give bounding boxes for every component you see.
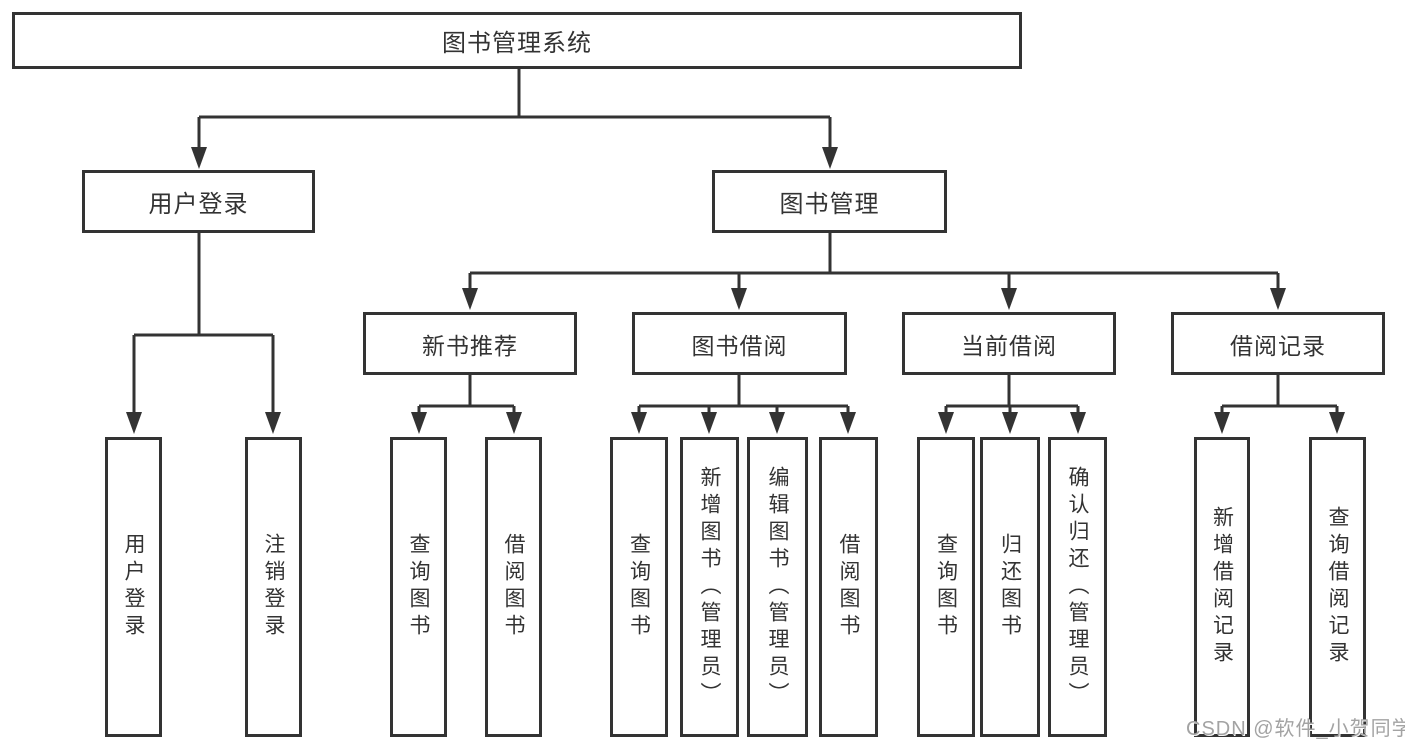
arrowhead-book-borrow xyxy=(731,288,747,310)
node-label: 图书管理 xyxy=(779,191,880,218)
arrowhead-bb-3 xyxy=(769,412,785,434)
node-label: 借阅图书 xyxy=(837,533,860,641)
node-library-management-system: 图书管理系统 xyxy=(12,12,1022,69)
arrowhead-br-1 xyxy=(1214,412,1230,434)
node-label: 查询图书 xyxy=(934,533,958,641)
node-current-borrowing: 当前借阅 xyxy=(902,312,1116,375)
node-label: 新增图书（管理员） xyxy=(698,465,721,709)
node-nb-query-books: 查询图书 xyxy=(390,437,447,737)
node-borrowing-records: 借阅记录 xyxy=(1171,312,1385,375)
node-label: 新书推荐 xyxy=(422,332,518,359)
arrowhead-logout xyxy=(265,412,281,434)
node-label: 用户登录 xyxy=(122,533,145,641)
node-label: 图书管理系统 xyxy=(442,30,592,57)
node-bb-add-book-admin: 新增图书（管理员） xyxy=(680,437,739,737)
arrowhead-br-2 xyxy=(1329,412,1345,434)
node-label: 借阅图书 xyxy=(502,533,525,641)
arrowhead-current-borrow xyxy=(1001,288,1017,310)
node-label: 确认归还（管理员） xyxy=(1066,465,1089,709)
node-label: 图书借阅 xyxy=(691,332,788,359)
node-label: 查询图书 xyxy=(627,533,651,641)
node-label: 借阅记录 xyxy=(1230,332,1326,359)
node-cb-confirm-return-admin: 确认归还（管理员） xyxy=(1048,437,1107,737)
node-book-borrowing: 图书借阅 xyxy=(632,312,847,375)
node-new-book-recommendation: 新书推荐 xyxy=(363,312,577,375)
arrowhead-nb-1 xyxy=(411,412,427,434)
arrowhead-book-management xyxy=(822,147,838,169)
arrowhead-borrow-records xyxy=(1270,288,1286,310)
arrowhead-bb-2 xyxy=(701,412,717,434)
arrowhead-user-login xyxy=(191,147,207,169)
node-br-add-borrow-record: 新增借阅记录 xyxy=(1194,437,1250,737)
arrowhead-new-books xyxy=(462,288,478,310)
arrowhead-cb-1 xyxy=(938,412,954,434)
node-label: 用户登录 xyxy=(148,191,249,218)
csdn-watermark: CSDN @软件_小贺同学 xyxy=(1186,718,1405,740)
node-user-login: 用户登录 xyxy=(82,170,315,233)
arrowhead-bb-1 xyxy=(631,412,647,434)
arrowhead-cb-3 xyxy=(1070,412,1086,434)
node-label: 新增借阅记录 xyxy=(1210,506,1234,668)
node-label: 编辑图书（管理员） xyxy=(766,465,789,709)
node-cb-return-books: 归还图书 xyxy=(980,437,1040,737)
arrowhead-bb-4 xyxy=(840,412,856,434)
node-book-management: 图书管理 xyxy=(712,170,947,233)
node-bb-query-books: 查询图书 xyxy=(610,437,668,737)
node-bb-edit-book-admin: 编辑图书（管理员） xyxy=(747,437,808,737)
node-label: 归还图书 xyxy=(998,533,1022,641)
arrowhead-cb-2 xyxy=(1002,412,1018,434)
node-label: 当前借阅 xyxy=(961,332,1057,359)
arrowhead-login xyxy=(126,412,142,434)
node-logout: 注销登录 xyxy=(245,437,302,737)
node-login: 用户登录 xyxy=(105,437,162,737)
node-br-query-borrow-record: 查询借阅记录 xyxy=(1309,437,1366,737)
node-bb-borrow-books: 借阅图书 xyxy=(819,437,878,737)
arrowhead-nb-2 xyxy=(506,412,522,434)
node-cb-query-books: 查询图书 xyxy=(917,437,975,737)
node-label: 查询图书 xyxy=(407,533,430,641)
node-label: 查询借阅记录 xyxy=(1326,506,1349,668)
node-nb-borrow-books: 借阅图书 xyxy=(485,437,542,737)
node-label: 注销登录 xyxy=(262,533,285,641)
